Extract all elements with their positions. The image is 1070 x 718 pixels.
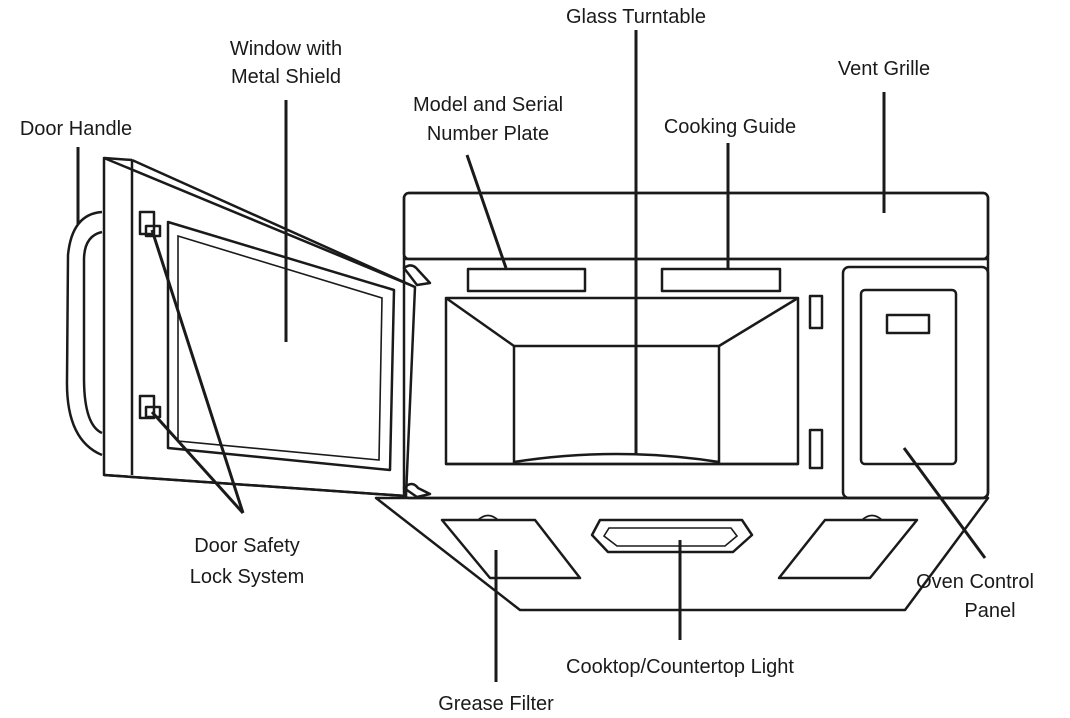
label-vent-grille: Vent Grille bbox=[838, 58, 930, 80]
latch-slot-upper bbox=[808, 294, 824, 330]
label-model-line1: Model and Serial bbox=[413, 94, 563, 116]
glass-turntable bbox=[513, 452, 720, 464]
cooktop-light bbox=[590, 518, 754, 554]
label-door-safety-line2: Lock System bbox=[190, 566, 304, 588]
cooking-guide-plate bbox=[660, 267, 782, 293]
label-cooking-guide: Cooking Guide bbox=[664, 116, 796, 138]
grease-filter-left bbox=[440, 514, 582, 580]
label-grease-filter: Grease Filter bbox=[438, 693, 554, 715]
label-model-line2: Number Plate bbox=[427, 123, 549, 145]
door-handle bbox=[65, 210, 103, 457]
door-window bbox=[166, 220, 396, 472]
label-door-handle: Door Handle bbox=[20, 118, 132, 140]
label-door-safety-line1: Door Safety bbox=[194, 535, 300, 557]
label-window-line2: Metal Shield bbox=[231, 66, 341, 88]
oven-cavity bbox=[444, 296, 800, 466]
label-cooktop-light: Cooktop/Countertop Light bbox=[566, 656, 794, 678]
grease-filter-right bbox=[777, 514, 919, 580]
control-display bbox=[885, 313, 931, 335]
model-serial-plate bbox=[466, 267, 587, 293]
hinge-upper bbox=[402, 264, 432, 287]
hinge-lower bbox=[402, 482, 432, 499]
oven-control-panel bbox=[841, 265, 990, 500]
bottom-tray bbox=[374, 496, 990, 612]
label-glass-turntable: Glass Turntable bbox=[566, 6, 706, 28]
label-oven-control-line1: Oven Control bbox=[916, 571, 1034, 593]
leader-lines bbox=[76, 30, 987, 682]
latch-slot-lower bbox=[808, 428, 824, 470]
label-oven-control-line2: Panel bbox=[964, 600, 1015, 622]
open-door bbox=[102, 156, 417, 498]
label-window-line1: Window with bbox=[230, 38, 342, 60]
